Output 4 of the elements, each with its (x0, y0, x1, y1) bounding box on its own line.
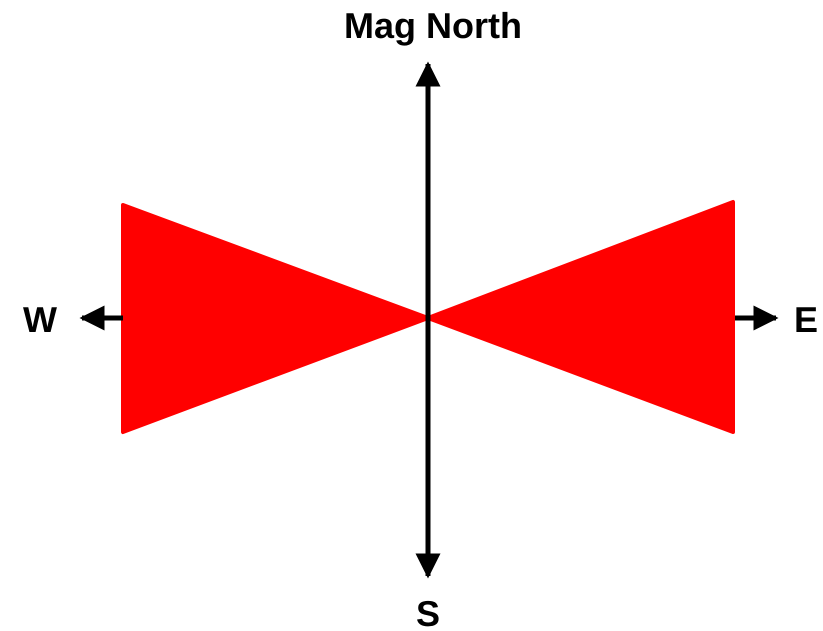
west-label: W (23, 300, 57, 340)
south-label: S (416, 594, 440, 631)
north-label: Mag North (344, 6, 522, 46)
east-label: E (794, 300, 818, 340)
